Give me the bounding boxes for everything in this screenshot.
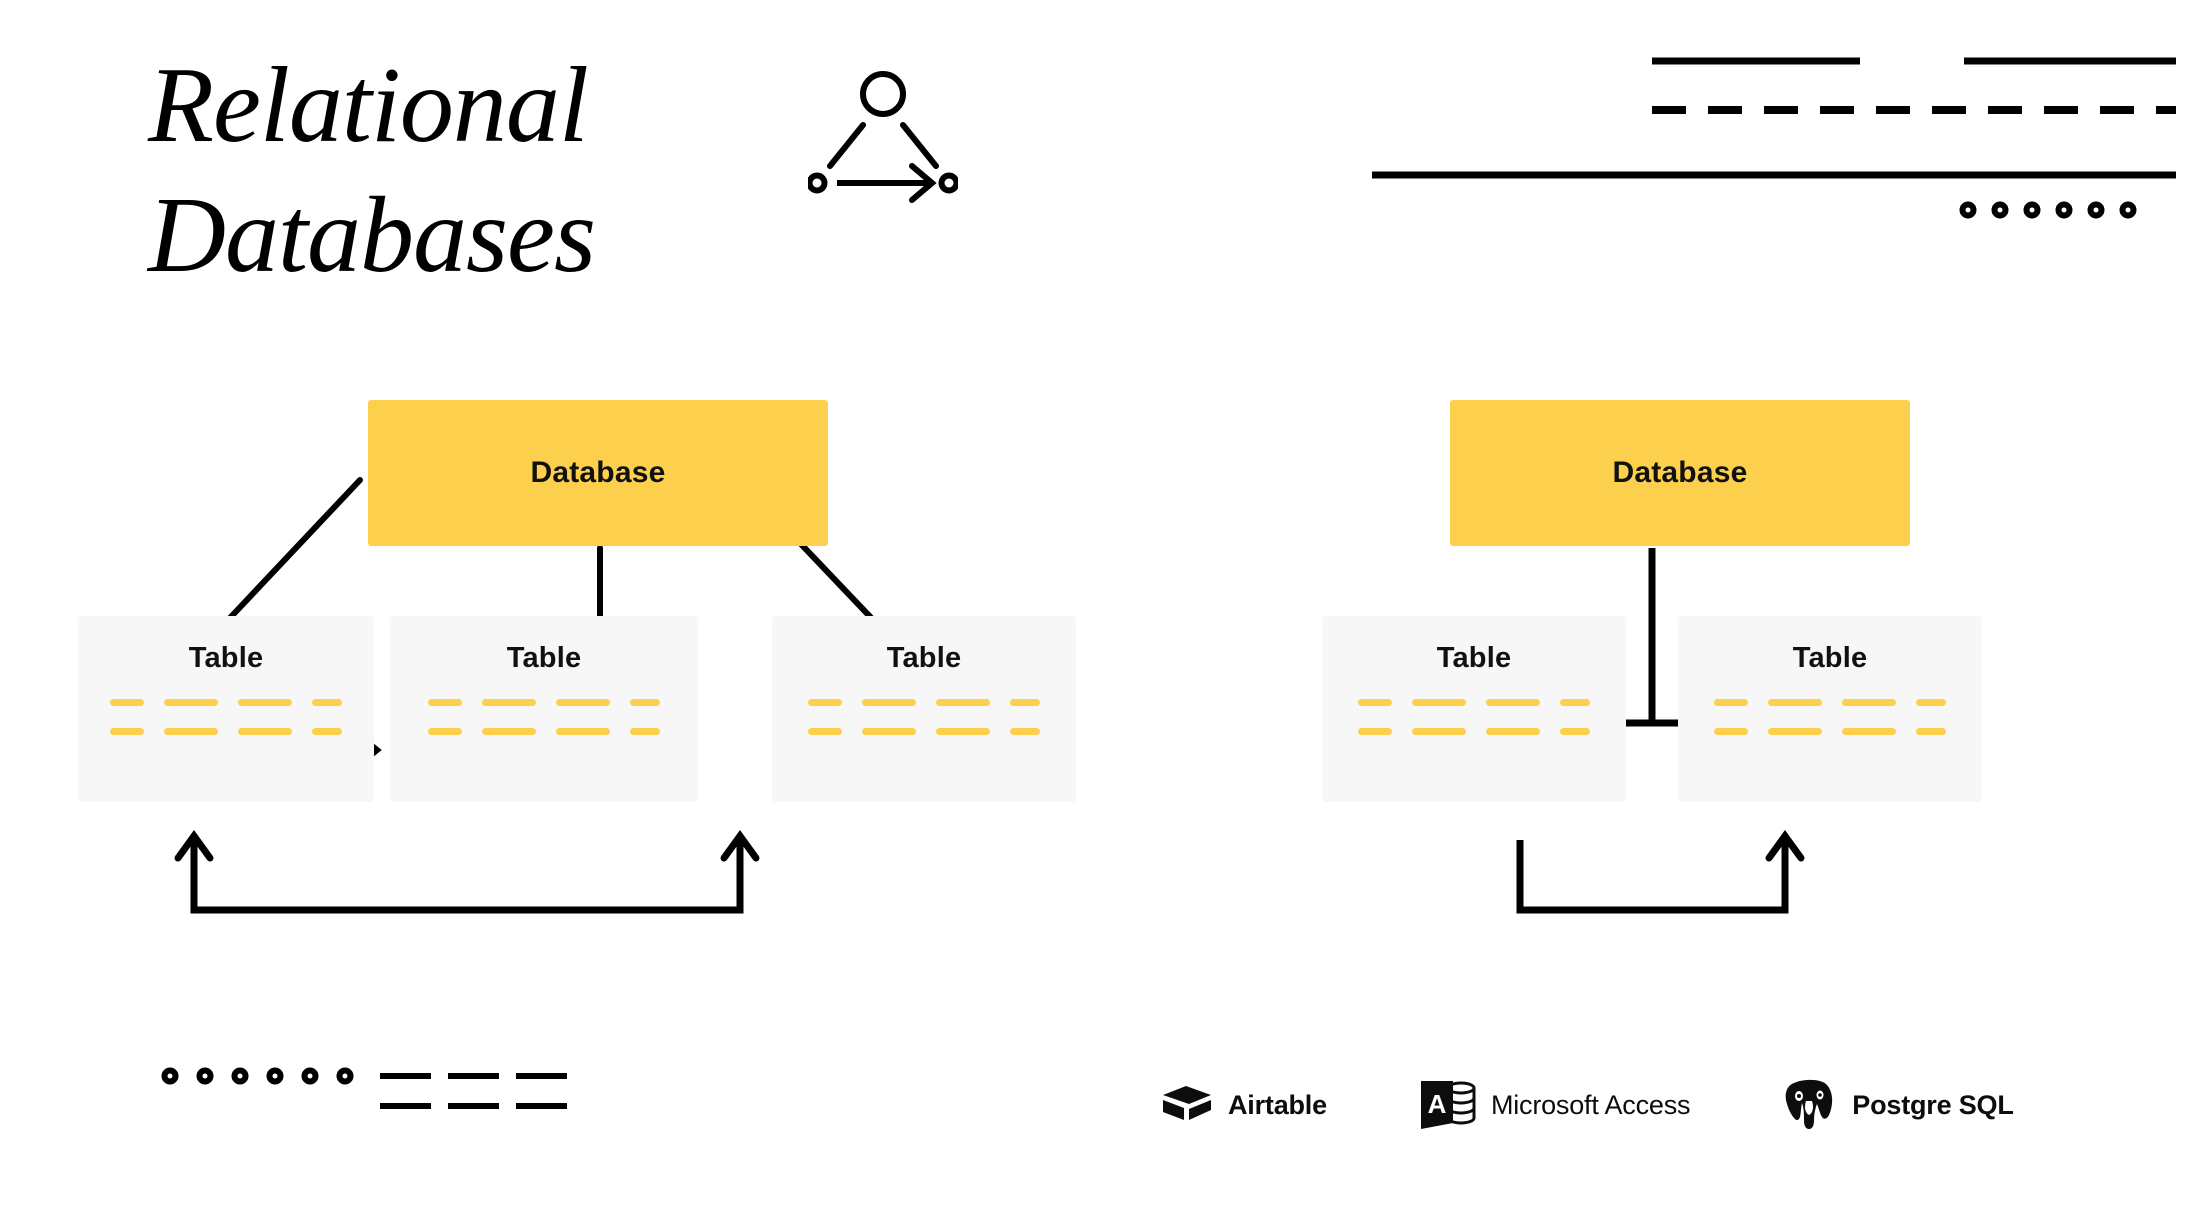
table-dash [936,728,990,735]
table-dash [1412,728,1466,735]
database-box-right[interactable]: Database [1450,400,1910,546]
table-dash [556,728,610,735]
table-dash [110,699,144,706]
diagram-group-left: Database Table Tab [78,400,1200,980]
table-dash-row [1714,728,1946,735]
table-card-left-2[interactable]: Table [390,616,698,802]
table-card-right-2[interactable]: Table [1678,616,1982,802]
table-dash-rows [390,699,698,735]
table-dash [1010,728,1040,735]
logo-label: Postgre SQL [1852,1089,2014,1120]
table-dash [1358,699,1392,706]
database-box-left[interactable]: Database [368,400,828,546]
table-dash [238,728,292,735]
page-title: Relational Databases [148,52,768,290]
table-dash [1560,699,1590,706]
table-dash [1486,699,1540,706]
table-dash-row [1358,699,1590,706]
table-dash-row [1714,699,1946,706]
table-dash [164,728,218,735]
database-label: Database [1612,456,1748,489]
logo-label: Microsoft Access [1490,1089,1691,1120]
connector-db-to-table-1 [225,477,363,623]
table-dash [482,699,536,706]
connector-table-1-to-table-3-u [174,830,760,914]
table-dash [862,699,916,706]
table-dash [1916,699,1946,706]
table-dash-row [1358,728,1590,735]
table-dash [862,728,916,735]
table-dash [1486,728,1540,735]
decorative-lines-dots-icon [1372,57,2176,219]
decorative-dots-lines-icon [161,1067,567,1109]
microsoft-access-logo-icon: A [1420,1081,1476,1129]
diagram-group-right: Database Table Tab [1322,400,2130,980]
logo-postgresql[interactable]: Postgre SQL [1782,1079,2014,1131]
logo-row: Airtable A Microsoft Access [1160,1068,2014,1142]
table-dash-rows [78,699,374,735]
table-dash [808,728,842,735]
table-label: Table [1436,642,1512,674]
svg-text:A: A [1428,1089,1447,1119]
table-dash-row [110,699,342,706]
table-card-left-3[interactable]: Table [772,616,1076,802]
connector-table-1-to-table-2-u [1516,830,1805,914]
table-card-left-1[interactable]: Table [78,616,374,802]
table-dash [110,728,144,735]
table-dash [1842,699,1896,706]
table-dash [556,699,610,706]
table-dash [1714,699,1748,706]
table-dash [1916,728,1946,735]
table-dash-row [808,728,1040,735]
table-dash-rows [1678,699,1982,735]
table-dash-rows [772,699,1076,735]
postgresql-elephant-logo-icon [1785,1079,1833,1129]
table-card-right-1[interactable]: Table [1322,616,1626,802]
title-line-1: Relational [148,46,589,165]
table-dash [808,699,842,706]
logo-airtable[interactable]: Airtable [1160,1083,1327,1127]
logo-label: Airtable [1228,1089,1327,1120]
table-dash-row [808,699,1040,706]
table-dash [1768,699,1822,706]
table-dash [482,728,536,735]
table-dash [312,699,342,706]
table-dash [1560,728,1590,735]
table-dash [1768,728,1822,735]
table-dash [1842,728,1896,735]
table-dash [1412,699,1466,706]
airtable-logo-icon [1163,1086,1211,1120]
table-dash [630,699,660,706]
table-dash [312,728,342,735]
table-dash [936,699,990,706]
table-dash-rows [1322,699,1626,735]
database-label: Database [530,456,666,489]
table-dash [1358,728,1392,735]
table-dash-row [428,699,660,706]
table-label: Table [188,642,264,674]
table-dash [238,699,292,706]
table-dash [630,728,660,735]
table-label: Table [506,642,582,674]
title-line-2: Databases [148,176,596,295]
relation-graph-icon [808,71,958,203]
logo-microsoft-access[interactable]: A Microsoft Access [1419,1080,1690,1130]
table-dash [1714,728,1748,735]
table-label: Table [886,642,962,674]
table-dash-row [110,728,342,735]
table-dash [164,699,218,706]
table-dash-row [428,728,660,735]
table-dash [428,728,462,735]
table-dash [428,699,462,706]
table-dash [1010,699,1040,706]
table-label: Table [1792,642,1868,674]
